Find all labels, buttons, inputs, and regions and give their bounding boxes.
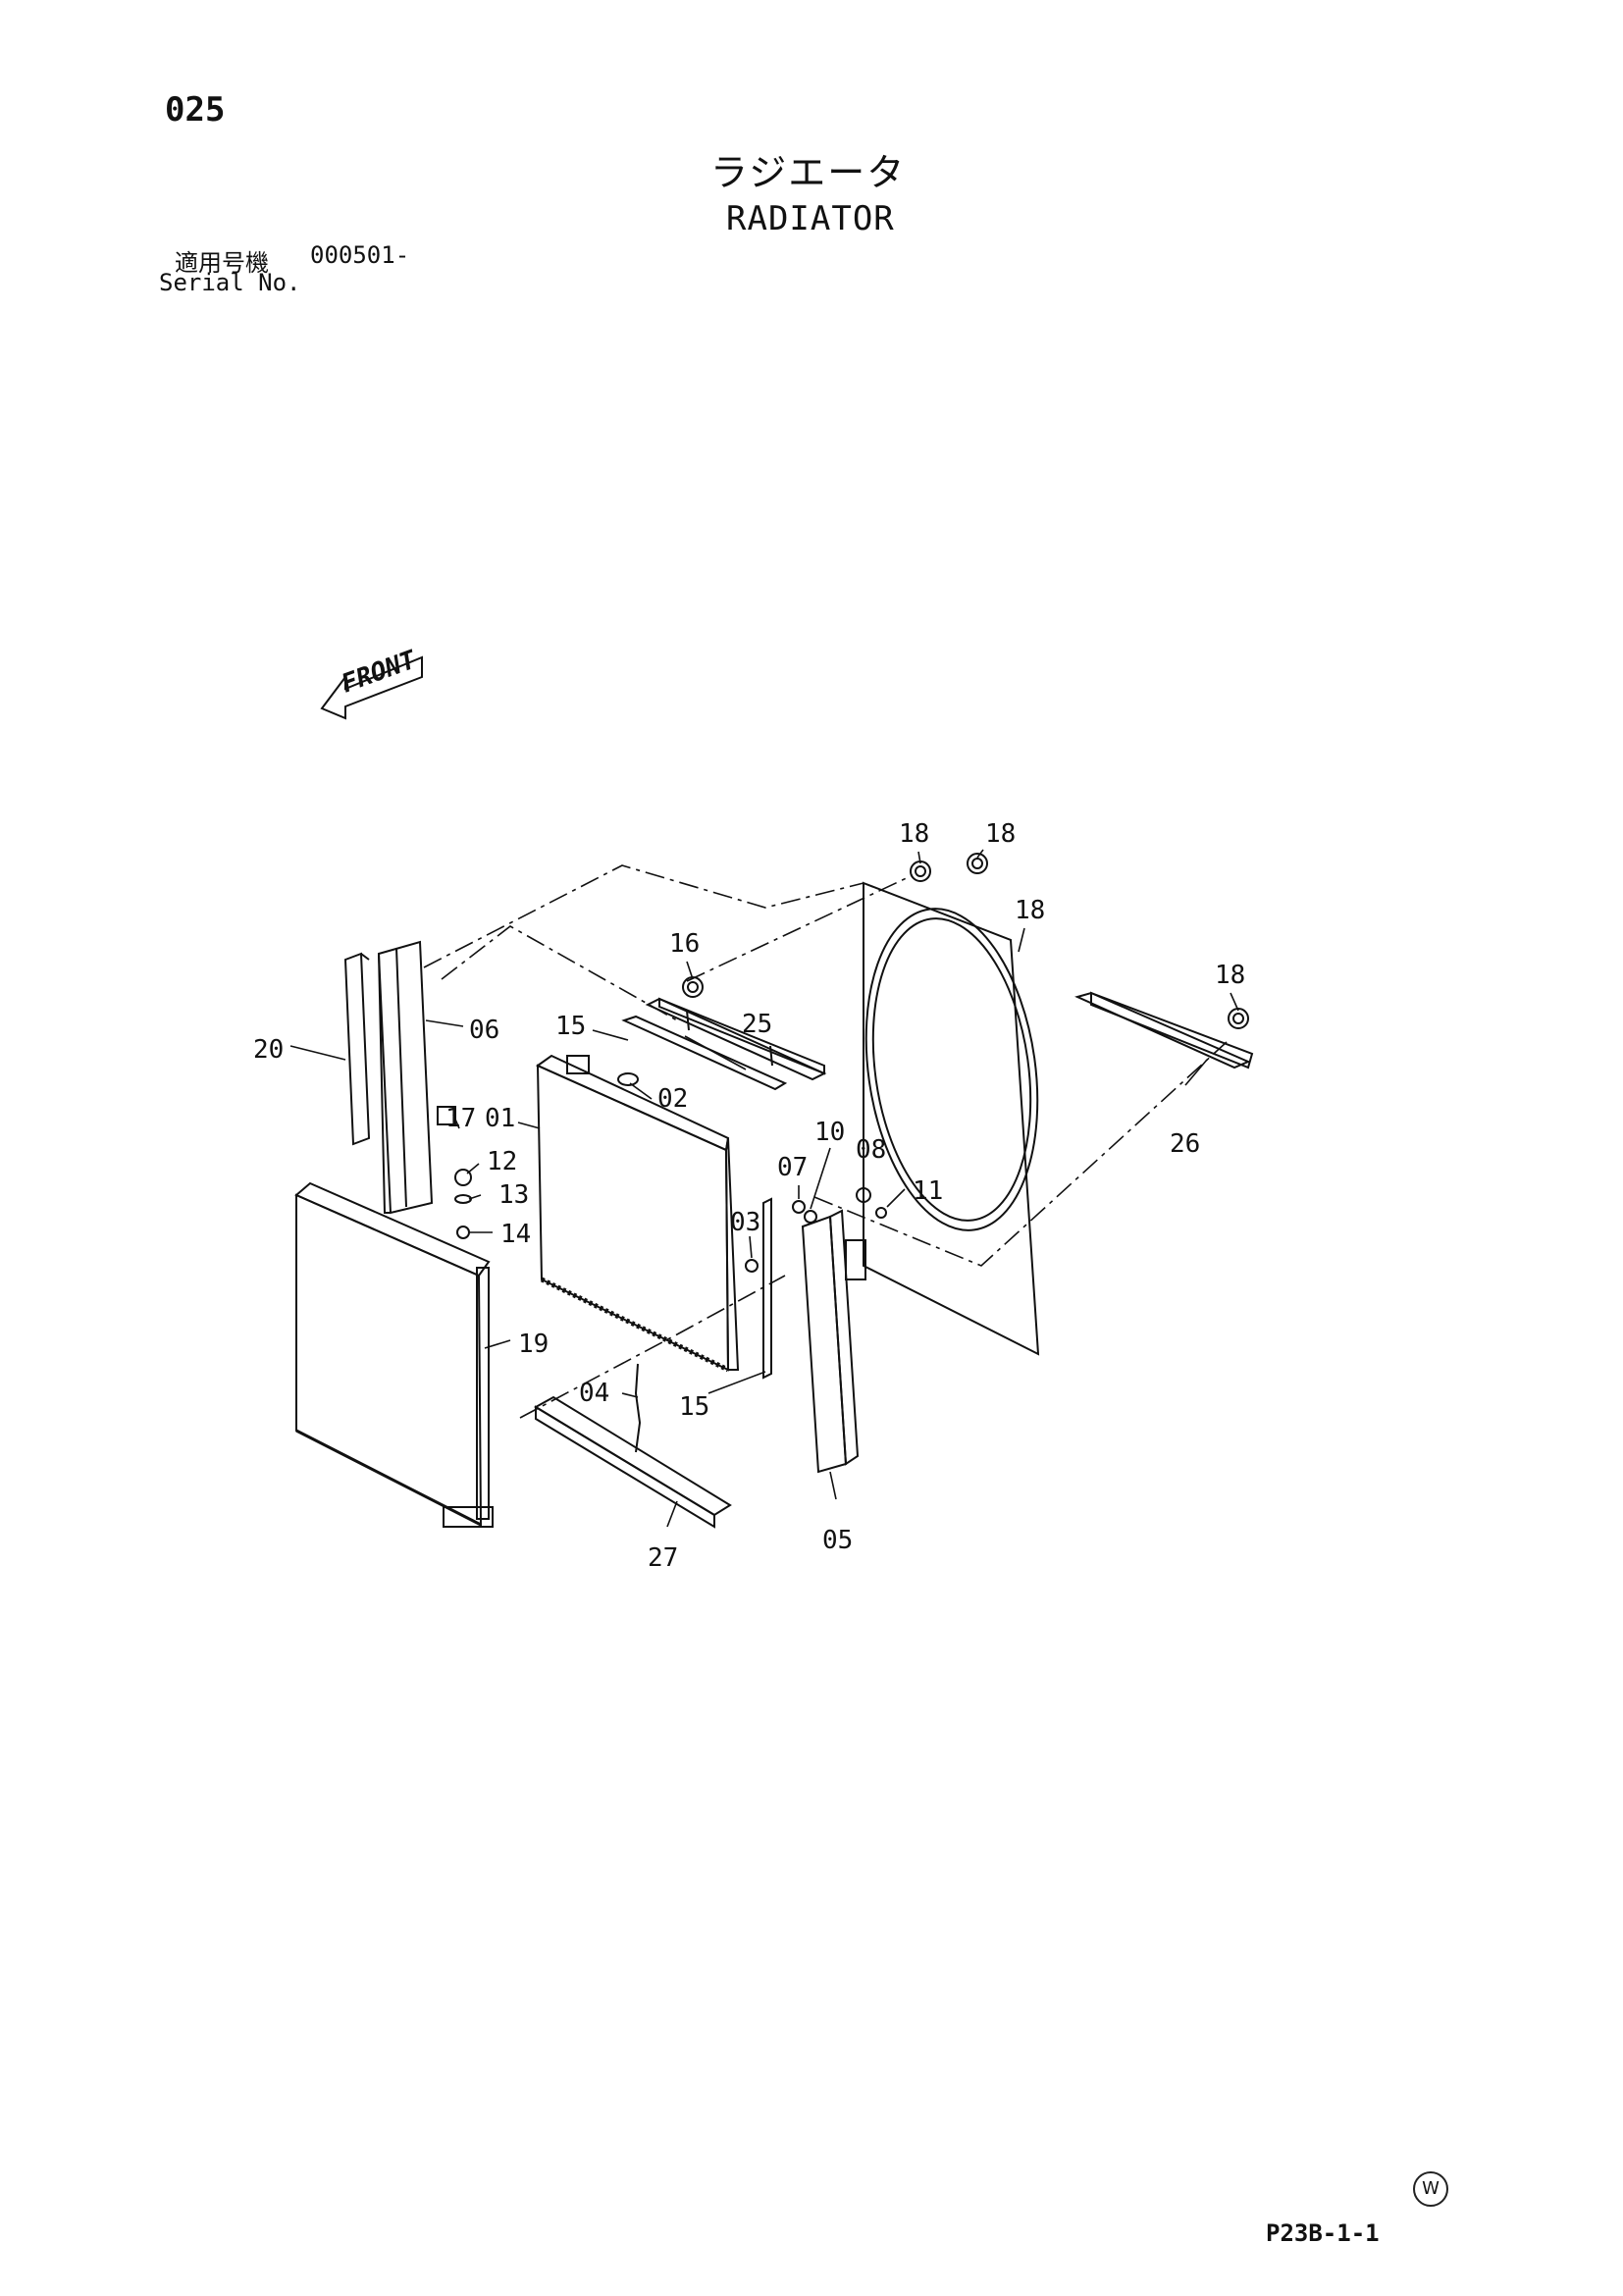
front-arrow-label: FRONT	[338, 645, 421, 699]
fan-shroud	[863, 881, 1040, 1356]
callout-17: 17	[445, 1104, 476, 1133]
callout-10: 10	[814, 1118, 845, 1147]
bottom-bar	[534, 1395, 732, 1529]
side-bracket-right	[801, 1209, 866, 1474]
document-code: P23B-1-1	[1266, 2219, 1380, 2247]
seal-strip-vertical	[343, 952, 371, 1146]
callout-07: 07	[777, 1153, 808, 1182]
callout-04: 04	[579, 1379, 609, 1408]
callout-26: 26	[1170, 1129, 1200, 1159]
angle-bar	[1074, 991, 1254, 1070]
watermark-circle-w: W	[1413, 2171, 1448, 2207]
title-japanese: ラジエータ	[710, 151, 907, 194]
serial-label-japanese: 適用号機	[175, 249, 269, 277]
front-arrow-icon: FRONT	[320, 645, 423, 720]
callout-20: 20	[253, 1035, 284, 1065]
serial-label-english: Serial No.	[159, 269, 301, 296]
top-bar	[645, 997, 827, 1081]
fasteners	[454, 853, 1249, 1273]
callout-16: 18	[1015, 896, 1045, 925]
title-english: RADIATOR	[726, 199, 895, 238]
callout-06: 06	[469, 1016, 499, 1045]
callout-08: 08	[856, 1135, 886, 1165]
leader-lines	[289, 849, 1239, 1528]
callout-15b: 15	[679, 1392, 709, 1422]
callout-25: 25	[742, 1010, 772, 1039]
callout-15a: 15	[555, 1012, 586, 1041]
callout-18b: 18	[985, 819, 1016, 849]
side-bracket-left	[377, 940, 456, 1215]
oil-cooler	[294, 1181, 494, 1528]
assembly-guide-lines	[423, 864, 1228, 1419]
page-number: 025	[165, 90, 226, 130]
callout-19: 19	[518, 1330, 549, 1359]
callout-03: 03	[730, 1208, 760, 1237]
callout-01: 01	[485, 1104, 515, 1133]
callout-18d: 18	[1215, 961, 1245, 990]
callout-02: 02	[657, 1084, 688, 1114]
radiator-core	[535, 1054, 740, 1373]
side-seal-right	[762, 1197, 772, 1380]
callout-18c: 16	[669, 929, 700, 959]
callout-27: 27	[648, 1543, 678, 1573]
callout-14: 14	[500, 1220, 531, 1249]
top-seal	[621, 1015, 788, 1091]
drain-hose	[634, 1363, 642, 1453]
callout-labels: 18 18 18 16 18 20 06 15 25 17 01 02 12 1…	[253, 819, 1245, 1573]
callout-11: 11	[913, 1176, 943, 1206]
callout-13: 13	[498, 1180, 529, 1210]
callout-18a: 18	[899, 819, 929, 849]
serial-number-value: 000501-	[310, 241, 410, 269]
callout-12: 12	[487, 1147, 517, 1176]
callout-05: 05	[822, 1526, 853, 1555]
